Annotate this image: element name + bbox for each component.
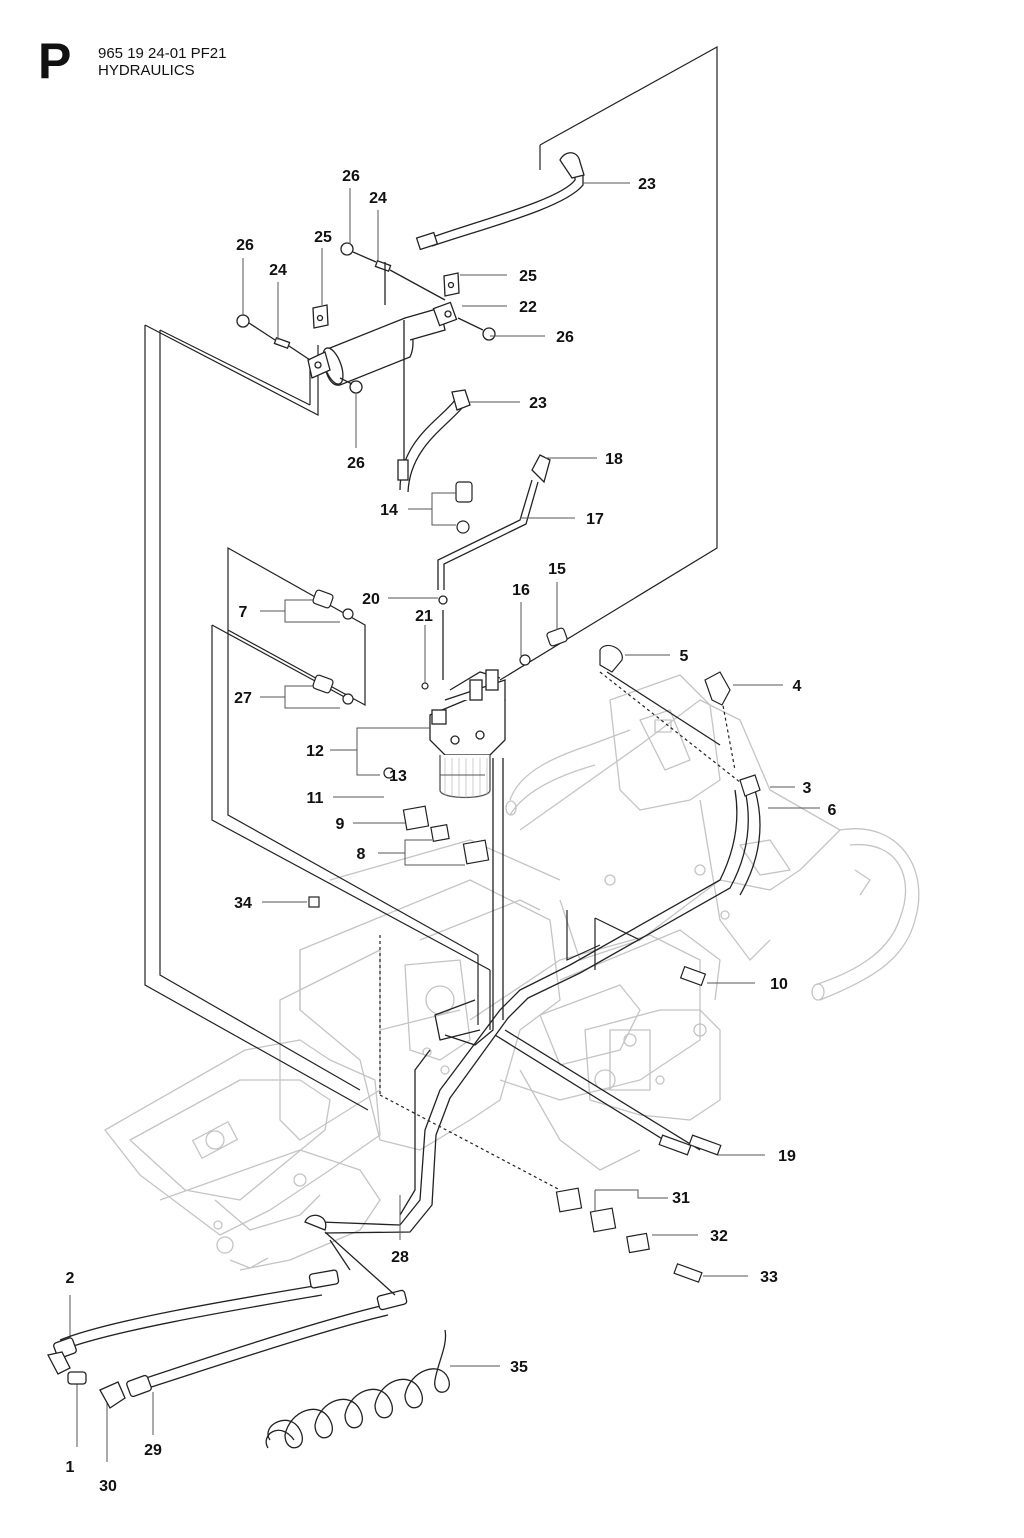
callout-21: 21 (415, 608, 433, 625)
hydraulic-cylinder (236, 242, 496, 480)
callout-32: 32 (710, 1228, 728, 1245)
callout-26-bottom: 26 (347, 455, 365, 472)
leader-lines (69, 182, 820, 1462)
callout-24-left: 24 (269, 262, 287, 279)
callout-19: 19 (778, 1148, 796, 1165)
callout-24-upper: 24 (369, 190, 387, 207)
section-letter: P (38, 33, 72, 89)
callout-1: 1 (66, 1459, 75, 1476)
callout-10: 10 (770, 976, 788, 993)
hose-23-upper (415, 152, 585, 251)
return-hoses (47, 1214, 408, 1409)
callout-labels: 1 2 3 4 5 6 7 8 9 10 11 12 13 14 15 16 1… (66, 168, 837, 1495)
hose-23-middle (397, 389, 471, 493)
control-valve (429, 669, 506, 799)
callout-13: 13 (389, 768, 407, 785)
callout-3: 3 (803, 780, 812, 797)
pipe-routing-boxes (144, 45, 751, 1191)
callout-23-upper: 23 (638, 176, 656, 193)
callout-31: 31 (672, 1190, 690, 1207)
callout-28: 28 (391, 1249, 409, 1266)
callout-26-right: 26 (556, 329, 574, 346)
callout-25-right: 25 (519, 268, 537, 285)
callout-5: 5 (680, 648, 689, 665)
callout-27: 27 (234, 690, 252, 707)
callout-34: 34 (234, 895, 252, 912)
spiral-wrap (265, 1329, 450, 1449)
callout-26-left: 26 (236, 237, 254, 254)
callout-12: 12 (306, 743, 324, 760)
callout-18: 18 (605, 451, 623, 468)
callout-25-left: 25 (314, 229, 332, 246)
callout-8: 8 (357, 846, 366, 863)
callout-29: 29 (144, 1442, 162, 1459)
tractor-frame (104, 674, 920, 1271)
callout-14: 14 (380, 502, 398, 519)
callout-7: 7 (239, 604, 248, 621)
callout-16: 16 (512, 582, 530, 599)
callout-26-top: 26 (342, 168, 360, 185)
callout-22: 22 (519, 299, 537, 316)
callout-15: 15 (548, 561, 566, 578)
callout-35: 35 (510, 1359, 528, 1376)
callout-6: 6 (828, 802, 837, 819)
callout-9: 9 (336, 816, 345, 833)
callout-33: 33 (760, 1269, 778, 1286)
callout-23-middle: 23 (529, 395, 547, 412)
page-title: HYDRAULICS (98, 62, 195, 79)
callout-4: 4 (793, 678, 802, 695)
callout-2: 2 (66, 1270, 75, 1287)
hydraulic-pipes (319, 671, 761, 1234)
callout-20: 20 (362, 591, 380, 608)
control-lever (437, 454, 551, 680)
callout-30: 30 (99, 1478, 117, 1495)
callout-11: 11 (307, 790, 324, 807)
callout-17: 17 (586, 511, 604, 528)
document-number: 965 19 24-01 PF21 (98, 45, 227, 62)
fittings (308, 481, 761, 1283)
